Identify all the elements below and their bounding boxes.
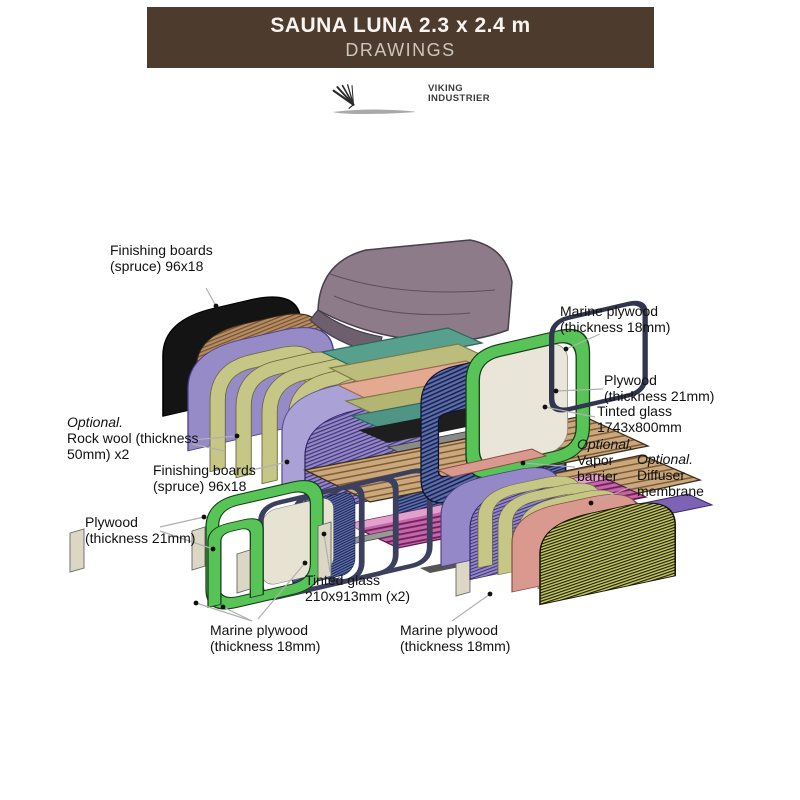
label-finishing-boards-top: Finishing boards (spruce) 96x18: [110, 242, 213, 274]
green-door-frame: [207, 514, 264, 609]
label-plywood-right: Plywood (thickness 21mm): [604, 372, 715, 404]
label-vapor-barrier: Optional. Vapor barrier: [577, 436, 634, 484]
vapor-barrier-strip: [436, 448, 548, 478]
label-marine-plywood-bottom-left: Marine plywood (thickness 18mm): [210, 622, 321, 654]
logo-line1: VIKING: [427, 83, 464, 94]
teal-sheet: [320, 327, 484, 369]
label-rock-wool: Optional. Rock wool (thickness 50mm) x2: [67, 414, 199, 462]
logo-line2: INDUSTRIER: [427, 93, 490, 104]
label-finishing-boards-left: Finishing boards (spruce) 96x18: [153, 462, 256, 494]
label-marine-plywood-right: Marine plywood (thickness 18mm): [560, 303, 671, 335]
label-marine-plywood-bottom-right: Marine plywood (thickness 18mm): [400, 622, 511, 654]
roof-and-floor-stack: [309, 239, 568, 453]
logo-text: VIKING INDUSTRIER: [428, 84, 490, 104]
logo-swoosh: [332, 109, 416, 115]
label-tinted-glass-bottom: Tinted glass 210x913mm (x2): [305, 572, 411, 604]
roof-ridge-lines: [329, 273, 496, 316]
label-tinted-glass-right: Tinted glass 1743x800mm: [597, 403, 682, 435]
leader-lines: [159, 287, 637, 622]
viking-fan-icon: [332, 84, 416, 115]
brand-logo: VIKING INDUSTRIER: [330, 78, 490, 126]
page-subtitle: DRAWINGS: [345, 40, 456, 60]
label-plywood-left: Plywood (thickness 21mm): [85, 514, 196, 546]
right-wall-layers: [436, 448, 676, 606]
leader-dots: [193, 303, 594, 610]
page-title: SAUNA LUNA 2.3 x 2.4 m: [270, 14, 531, 37]
label-diffuser-membrane: Optional. Diffuser membrane: [637, 451, 704, 499]
title-bar: SAUNA LUNA 2.3 x 2.4 m DRAWINGS: [147, 7, 654, 68]
